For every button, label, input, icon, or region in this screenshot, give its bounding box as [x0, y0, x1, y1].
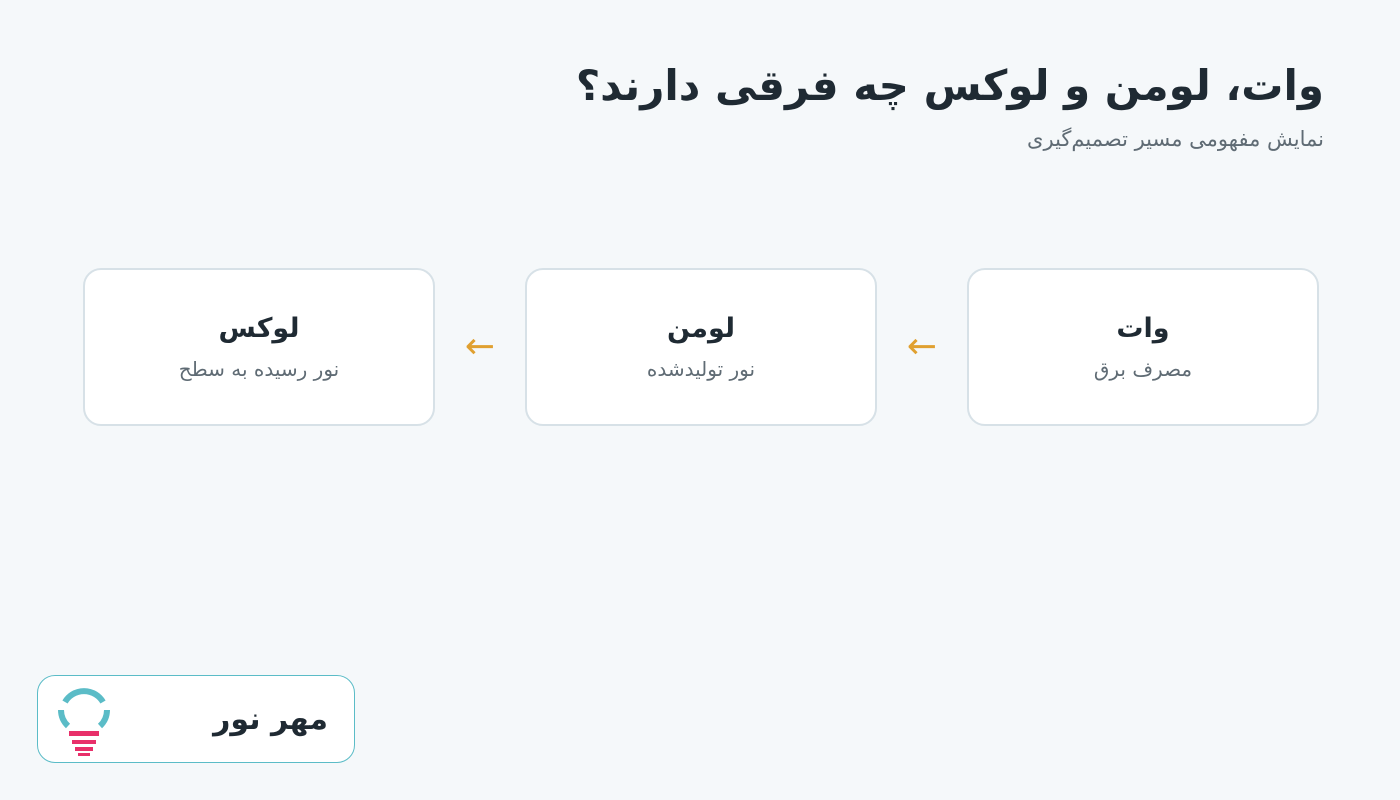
step-desc-lux: نور رسیده به سطح [178, 357, 340, 381]
page-title: وات، لومن و لوکس چه فرقی دارند؟ [575, 61, 1324, 110]
flow-arrow-icon: ← [906, 326, 938, 367]
step-title-watt: وات [1116, 313, 1170, 344]
step-desc-watt: مصرف برق [1093, 357, 1193, 381]
step-desc-lumen: نور تولیدشده [646, 357, 756, 381]
flow-arrow-icon: ← [464, 326, 496, 367]
brand-name: مهر نور [213, 701, 328, 737]
lightbulb-logo-icon [58, 688, 110, 756]
brand-badge: مهر نور [37, 675, 355, 763]
page-subtitle: نمایش مفهومی مسیر تصمیم‌گیری [1027, 127, 1324, 151]
flow-diagram: وات مصرف برق ← لومن نور تولیدشده ← لوکس … [83, 268, 1319, 426]
step-title-lux: لوکس [218, 313, 300, 344]
step-card-lux: لوکس نور رسیده به سطح [83, 268, 435, 426]
step-card-lumen: لومن نور تولیدشده [525, 268, 877, 426]
step-title-lumen: لومن [666, 313, 736, 344]
step-card-watt: وات مصرف برق [967, 268, 1319, 426]
header: وات، لومن و لوکس چه فرقی دارند؟ نمایش مف… [576, 56, 1324, 154]
